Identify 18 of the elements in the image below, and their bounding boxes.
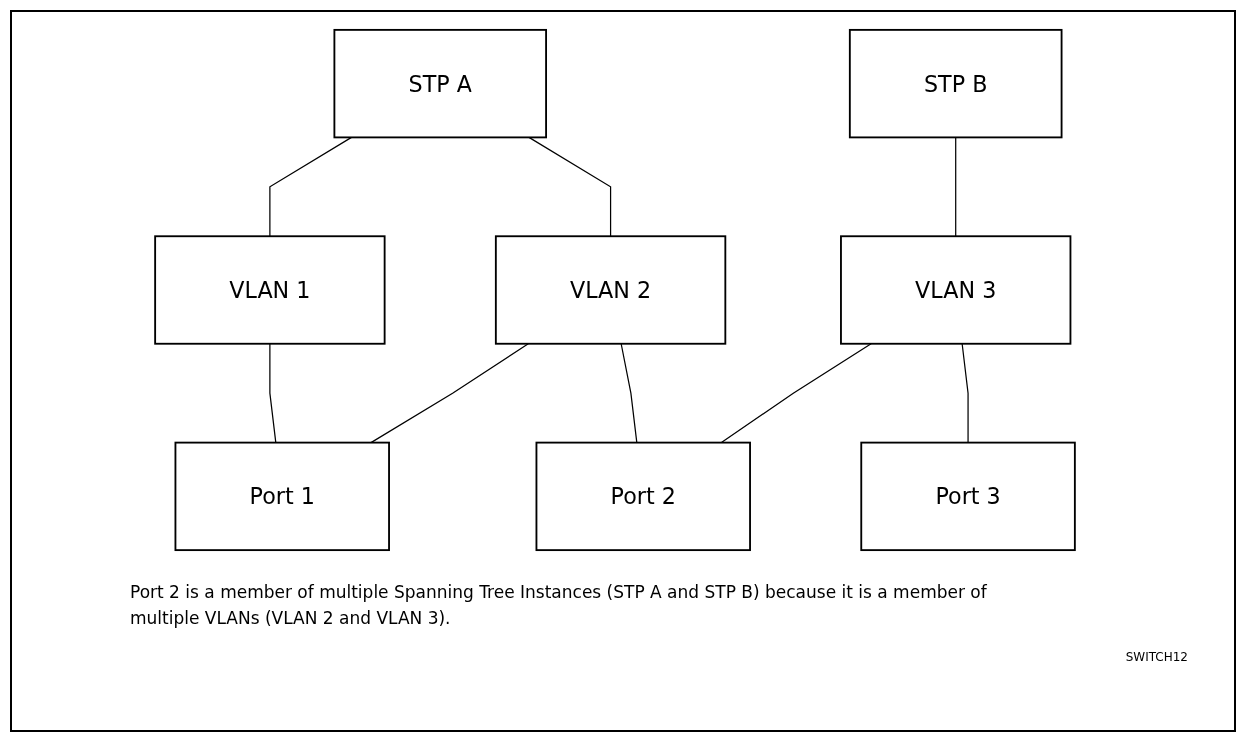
node-box: STP B	[848, 28, 1063, 139]
node-box: Port 2	[535, 441, 751, 552]
node-box: VLAN 3	[840, 235, 1072, 345]
node-box: Port 3	[860, 441, 1076, 552]
connector	[720, 343, 872, 444]
caption: Port 2 is a member of multiple Spanning Tree Instances (STP A and STP B) because it is a member of multiple VLANs (VLAN 2 and VLAN 3).	[130, 581, 988, 630]
connector	[961, 343, 969, 444]
figure-id: SWITCH12	[1125, 650, 1188, 664]
connector	[370, 343, 529, 444]
connector	[620, 343, 638, 444]
connector	[955, 136, 957, 237]
node-box: VLAN 2	[494, 235, 727, 345]
connector	[269, 136, 353, 237]
node-box: VLAN 1	[154, 235, 386, 345]
connector	[528, 136, 612, 237]
node-box: STP A	[333, 28, 547, 139]
node-box: Port 1	[174, 441, 390, 552]
connector	[269, 343, 277, 444]
